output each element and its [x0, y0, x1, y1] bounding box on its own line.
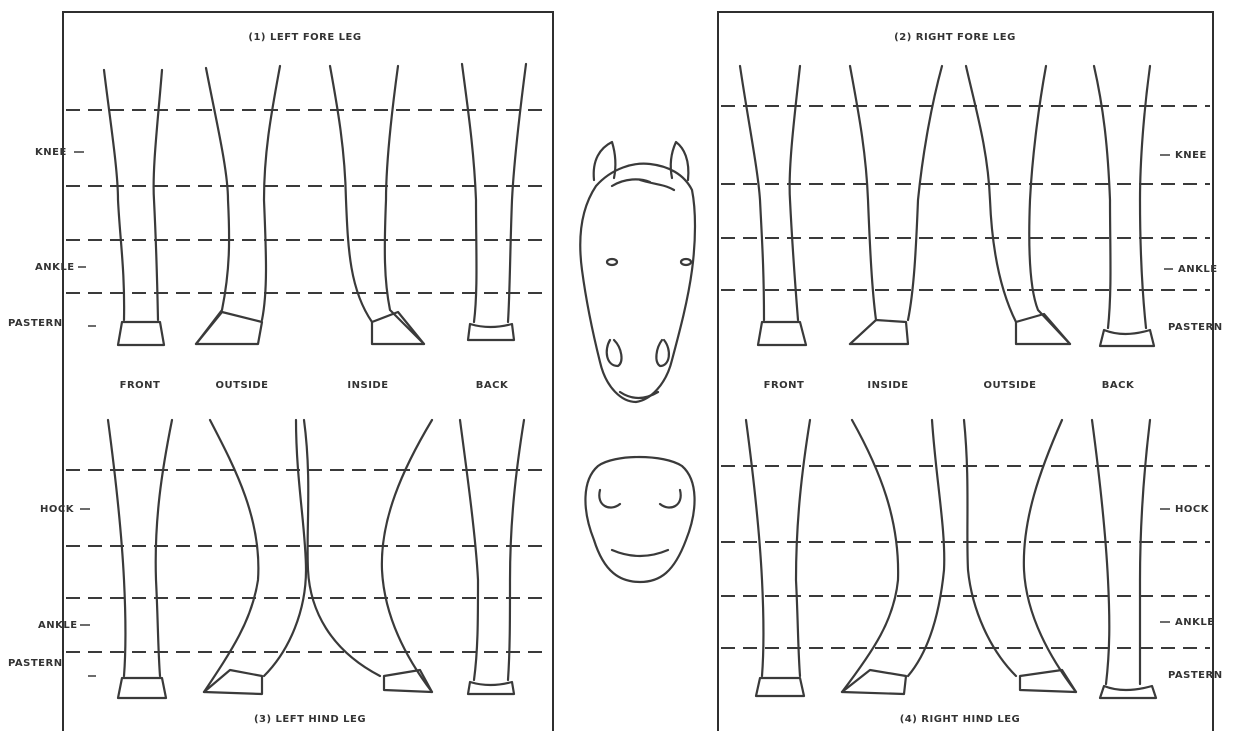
left-view-outside: OUTSIDE: [216, 380, 269, 391]
right-view-outside: OUTSIDE: [984, 380, 1037, 391]
right-hind-pastern-label: PASTERN: [1168, 670, 1223, 681]
right-hind-front-leg: [746, 420, 810, 696]
right-fore-front-leg: [740, 66, 806, 345]
right-view-back: BACK: [1102, 380, 1135, 391]
right-legs-panel: (2) RIGHT FORE LEG KNEE: [718, 12, 1223, 731]
left-hind-title: (3) LEFT HIND LEG: [254, 714, 366, 725]
left-panel-frame: [63, 12, 553, 731]
right-hind-inside-leg: [842, 420, 944, 694]
left-view-inside: INSIDE: [347, 380, 388, 391]
right-hind-ankle-label: ANKLE: [1175, 617, 1215, 628]
left-pastern-label: PASTERN: [8, 318, 63, 329]
left-hock-label: HOCK: [40, 504, 75, 515]
right-ankle-label: ANKLE: [1178, 264, 1218, 275]
right-hind-guides: [721, 466, 1210, 648]
left-legs-panel: (1) LEFT FORE LEG: [8, 12, 553, 731]
left-knee-label: KNEE: [35, 147, 67, 158]
left-ankle-label: ANKLE: [35, 262, 75, 273]
right-hind-outside-leg: [964, 420, 1076, 692]
right-fore-title: (2) RIGHT FORE LEG: [894, 32, 1016, 43]
left-hind-inside-leg: [304, 420, 432, 692]
left-hind-front-leg: [108, 420, 172, 698]
right-hock-label: HOCK: [1175, 504, 1210, 515]
right-hind-back-leg: [1092, 420, 1156, 698]
left-hind-ankle-label: ANKLE: [38, 620, 78, 631]
right-pastern-label: PASTERN: [1168, 322, 1223, 333]
left-fore-outside-leg: [196, 66, 280, 344]
left-fore-front-leg: [104, 70, 164, 345]
right-knee-label: KNEE: [1175, 150, 1207, 161]
horse-head-front-view: [580, 142, 695, 402]
left-view-front: FRONT: [120, 380, 161, 391]
right-panel-frame: [718, 12, 1213, 731]
right-view-front: FRONT: [764, 380, 805, 391]
right-fore-outside-leg: [966, 66, 1070, 344]
left-fore-back-leg: [462, 64, 526, 340]
right-hind-title: (4) RIGHT HIND LEG: [900, 714, 1021, 725]
horse-muzzle-view: [585, 457, 694, 582]
left-fore-title: (1) LEFT FORE LEG: [248, 32, 361, 43]
left-fore-inside-leg: [330, 66, 424, 344]
right-fore-inside-leg: [850, 66, 942, 344]
left-view-back: BACK: [476, 380, 509, 391]
right-view-inside: INSIDE: [867, 380, 908, 391]
right-fore-back-leg: [1094, 66, 1154, 346]
left-hind-pastern-label: PASTERN: [8, 658, 63, 669]
